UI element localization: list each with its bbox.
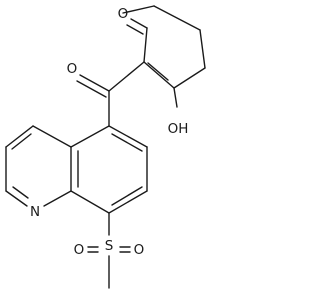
bond-c3-oh xyxy=(173,87,178,108)
bond-ring-c6-c5 xyxy=(153,5,201,31)
atom-labels: O O OH N S O O xyxy=(30,6,188,258)
bond-c1-o-double xyxy=(126,24,144,35)
bond-carbonyl-o xyxy=(79,74,110,92)
sulfonyl-oxygen-left-label: O xyxy=(74,242,85,258)
bond-q-c5-c6 xyxy=(108,125,148,148)
bond-q-c7-c8 xyxy=(108,190,148,214)
bond-ring-c3-c2 xyxy=(143,61,175,89)
molecule-structure: O O OH N S O O xyxy=(5,5,206,289)
bond-ring-c1-c6 xyxy=(122,5,155,14)
bond-ring-c4-c3 xyxy=(173,67,206,89)
bond-q-n-c8a xyxy=(43,190,72,207)
bond-ring-c2-c1 xyxy=(143,27,148,63)
sulfur-label: S xyxy=(105,238,114,254)
bond-q-c7-c8-inner xyxy=(111,186,143,206)
bond-ring-c5-c4 xyxy=(199,29,206,69)
bond-c2-carbonyl xyxy=(108,61,145,92)
bond-q-c2-n xyxy=(5,190,28,207)
bond-q-c4a-c5 xyxy=(70,125,110,148)
bonds xyxy=(5,5,206,289)
bond-carbonyl-o-double xyxy=(76,80,107,98)
quinoline-nitrogen-label: N xyxy=(30,204,40,220)
bond-ring-c3-c2-inner xyxy=(147,62,169,81)
bond-q-c4-c3 xyxy=(5,125,34,148)
bond-q-c4-c3-inner xyxy=(11,133,32,150)
bond-c1-o xyxy=(130,18,148,29)
bond-q-c8-c8a xyxy=(70,190,110,214)
ketone-oxygen-label: O xyxy=(118,6,129,22)
hydroxyl-label: OH xyxy=(168,121,189,137)
bridge-carbonyl-oxygen-label: O xyxy=(67,61,78,77)
sulfonyl-oxygen-right-label: O xyxy=(134,242,145,258)
bond-q-c2-n-inner xyxy=(12,186,29,199)
bond-q-c5-c6-inner xyxy=(111,133,143,152)
bond-q-c4a-c4 xyxy=(32,125,72,148)
